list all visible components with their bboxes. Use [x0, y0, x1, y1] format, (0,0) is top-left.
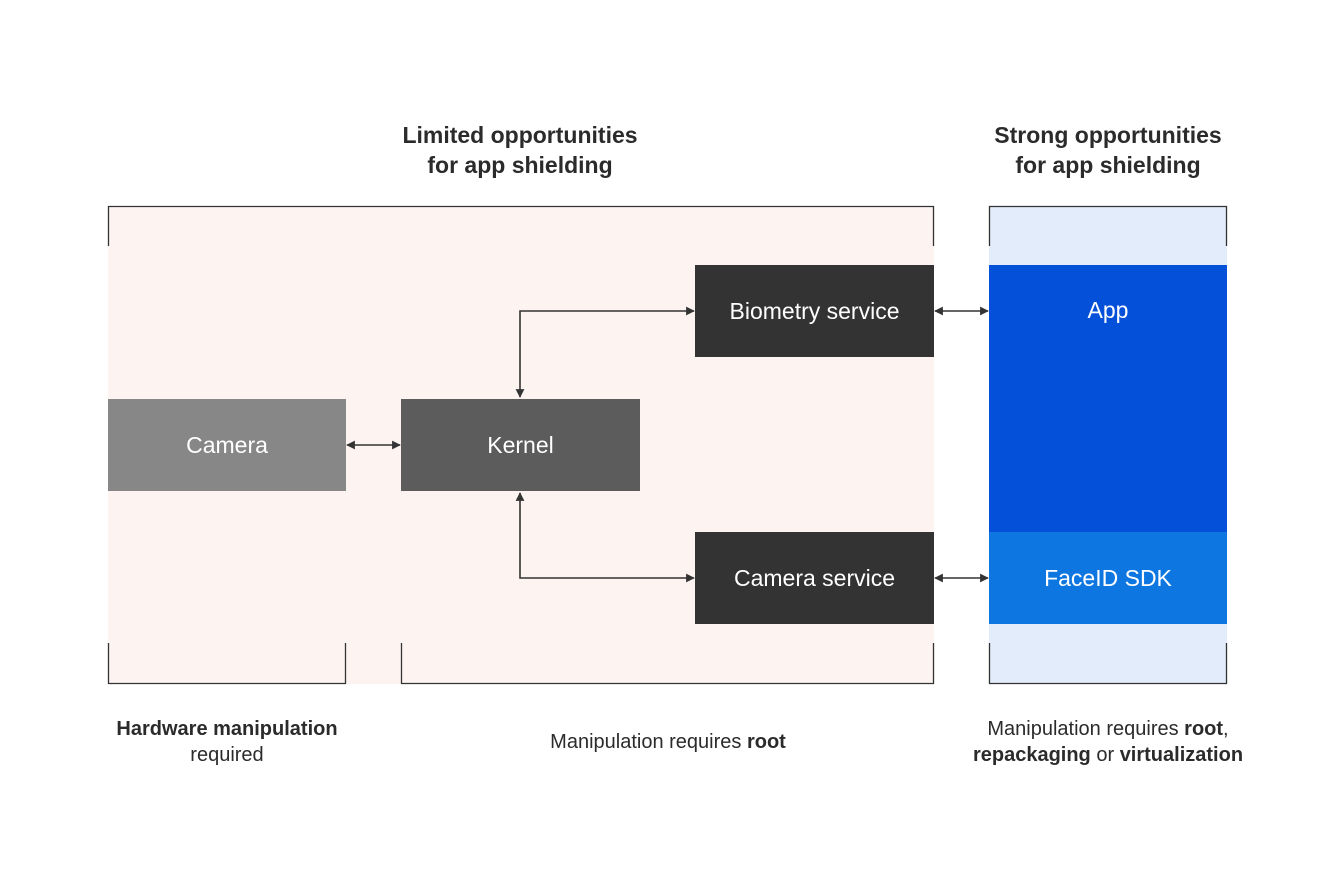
heading-limited-line1: Limited opportunities [402, 122, 638, 148]
faceid-sdk-node: FaceID SDK [989, 532, 1227, 624]
camera-node-label: Camera [186, 431, 268, 458]
caption-root: Manipulation requires root [468, 729, 868, 755]
heading-limited-opportunities: Limited opportunities for app shielding [340, 120, 700, 180]
app-node: App [989, 265, 1227, 532]
biometry-service-node: Biometry service [695, 265, 934, 357]
strong-zone-top-bracket [988, 205, 1228, 246]
camera-service-node: Camera service [695, 532, 934, 624]
caption-repackaging: Manipulation requires root, repackaging … [938, 716, 1278, 768]
kernel-camera-service-arrow [515, 492, 695, 583]
root-bottom-bracket [400, 643, 935, 685]
kernel-biometry-arrow [515, 306, 695, 398]
caption-hardware-line1: Hardware manipulation [116, 718, 338, 740]
heading-limited-line2: for app shielding [427, 152, 613, 178]
heading-strong-opportunities: Strong opportunities for app shielding [948, 120, 1268, 180]
limited-zone-top-bracket [107, 205, 935, 246]
caption-hardware-line2: required [190, 744, 264, 766]
caption-repack-line2-text: or [1090, 744, 1120, 766]
caption-repack-line1: Manipulation requires root, [987, 718, 1228, 740]
caption-repack-line1-bold: root [1184, 718, 1224, 740]
camera-node: Camera [108, 399, 346, 491]
kernel-node-label: Kernel [487, 431, 554, 458]
camera-service-label: Camera service [733, 564, 896, 591]
caption-repack-line1-text: Manipulation requires [987, 718, 1185, 740]
biometry-service-label: Biometry service [729, 297, 900, 324]
caption-repack-line2-bold2: virtualization [1119, 744, 1244, 766]
repackaging-bottom-bracket [988, 643, 1228, 685]
caption-root-text: Manipulation requires [550, 731, 747, 753]
heading-strong-line1: Strong opportunities [994, 122, 1222, 148]
caption-root-bold: root [746, 731, 786, 753]
caption-repack-line2-bold1: repackaging [972, 744, 1091, 766]
hardware-bottom-bracket [107, 643, 347, 685]
caption-hardware: Hardware manipulation required [87, 716, 367, 768]
faceid-sdk-label: FaceID SDK [1044, 564, 1172, 591]
caption-repack-line2: repackaging or virtualization [973, 744, 1243, 766]
kernel-node: Kernel [401, 399, 640, 491]
app-node-label: App [1087, 297, 1129, 323]
heading-strong-line2: for app shielding [1015, 152, 1201, 178]
caption-repack-line1-tail: , [1223, 718, 1229, 740]
